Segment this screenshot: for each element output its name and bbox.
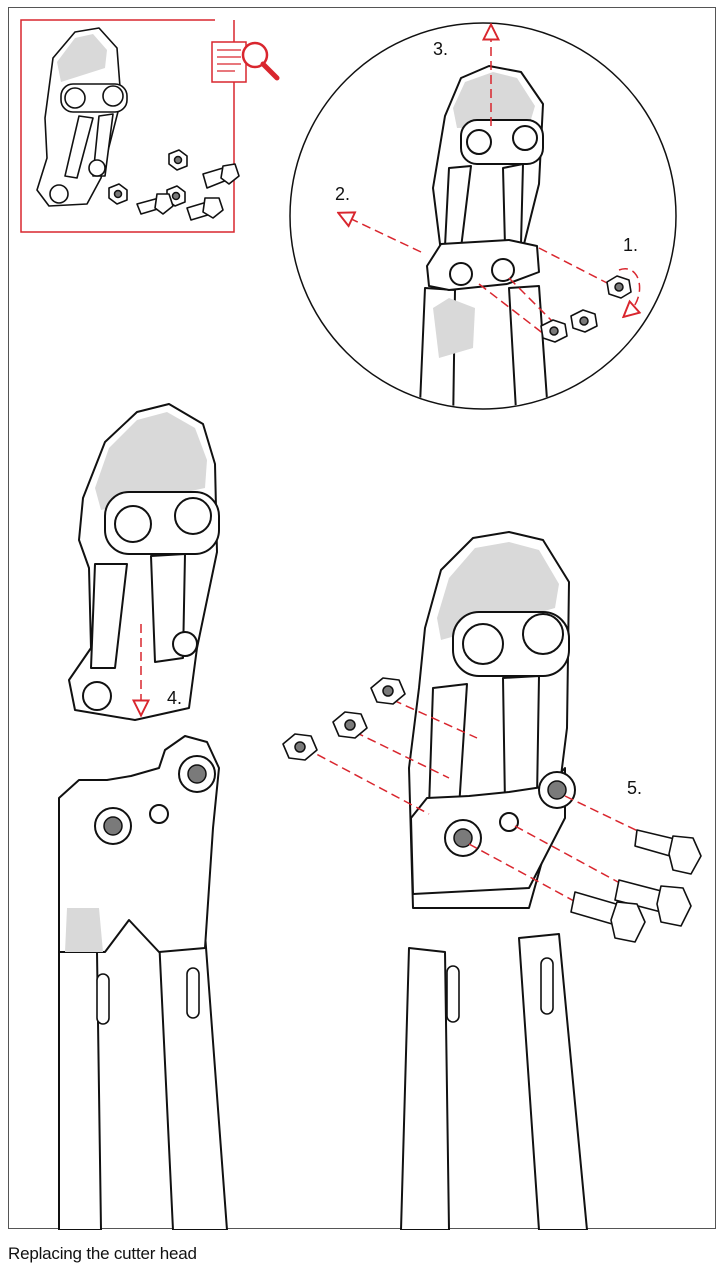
detail-circle: 3. 2. 1. [289, 22, 677, 410]
inset-nuts-bolts [108, 149, 240, 221]
parts-inset [20, 19, 280, 233]
instruction-frame: 3. 2. 1. 4. [8, 7, 716, 1231]
bare-handles [58, 735, 228, 1231]
step-3-label: 3. [433, 39, 448, 59]
step-1-label: 1. [623, 235, 638, 255]
cutter-head-diagram: 3. 2. 1. 4. [20, 19, 702, 1231]
detail-nuts [540, 275, 632, 343]
figure-caption: Replacing the cutter head [8, 1244, 197, 1263]
step-5-label: 5. [627, 778, 642, 798]
magnifier-document-icon [211, 41, 280, 83]
inset-cutter-head [36, 27, 128, 207]
step-4-label: 4. [167, 688, 182, 708]
cutter-head-removed: 4. [68, 403, 220, 721]
cutter-head-assembly: 5. [282, 531, 702, 1231]
step-2-label: 2. [335, 184, 350, 204]
